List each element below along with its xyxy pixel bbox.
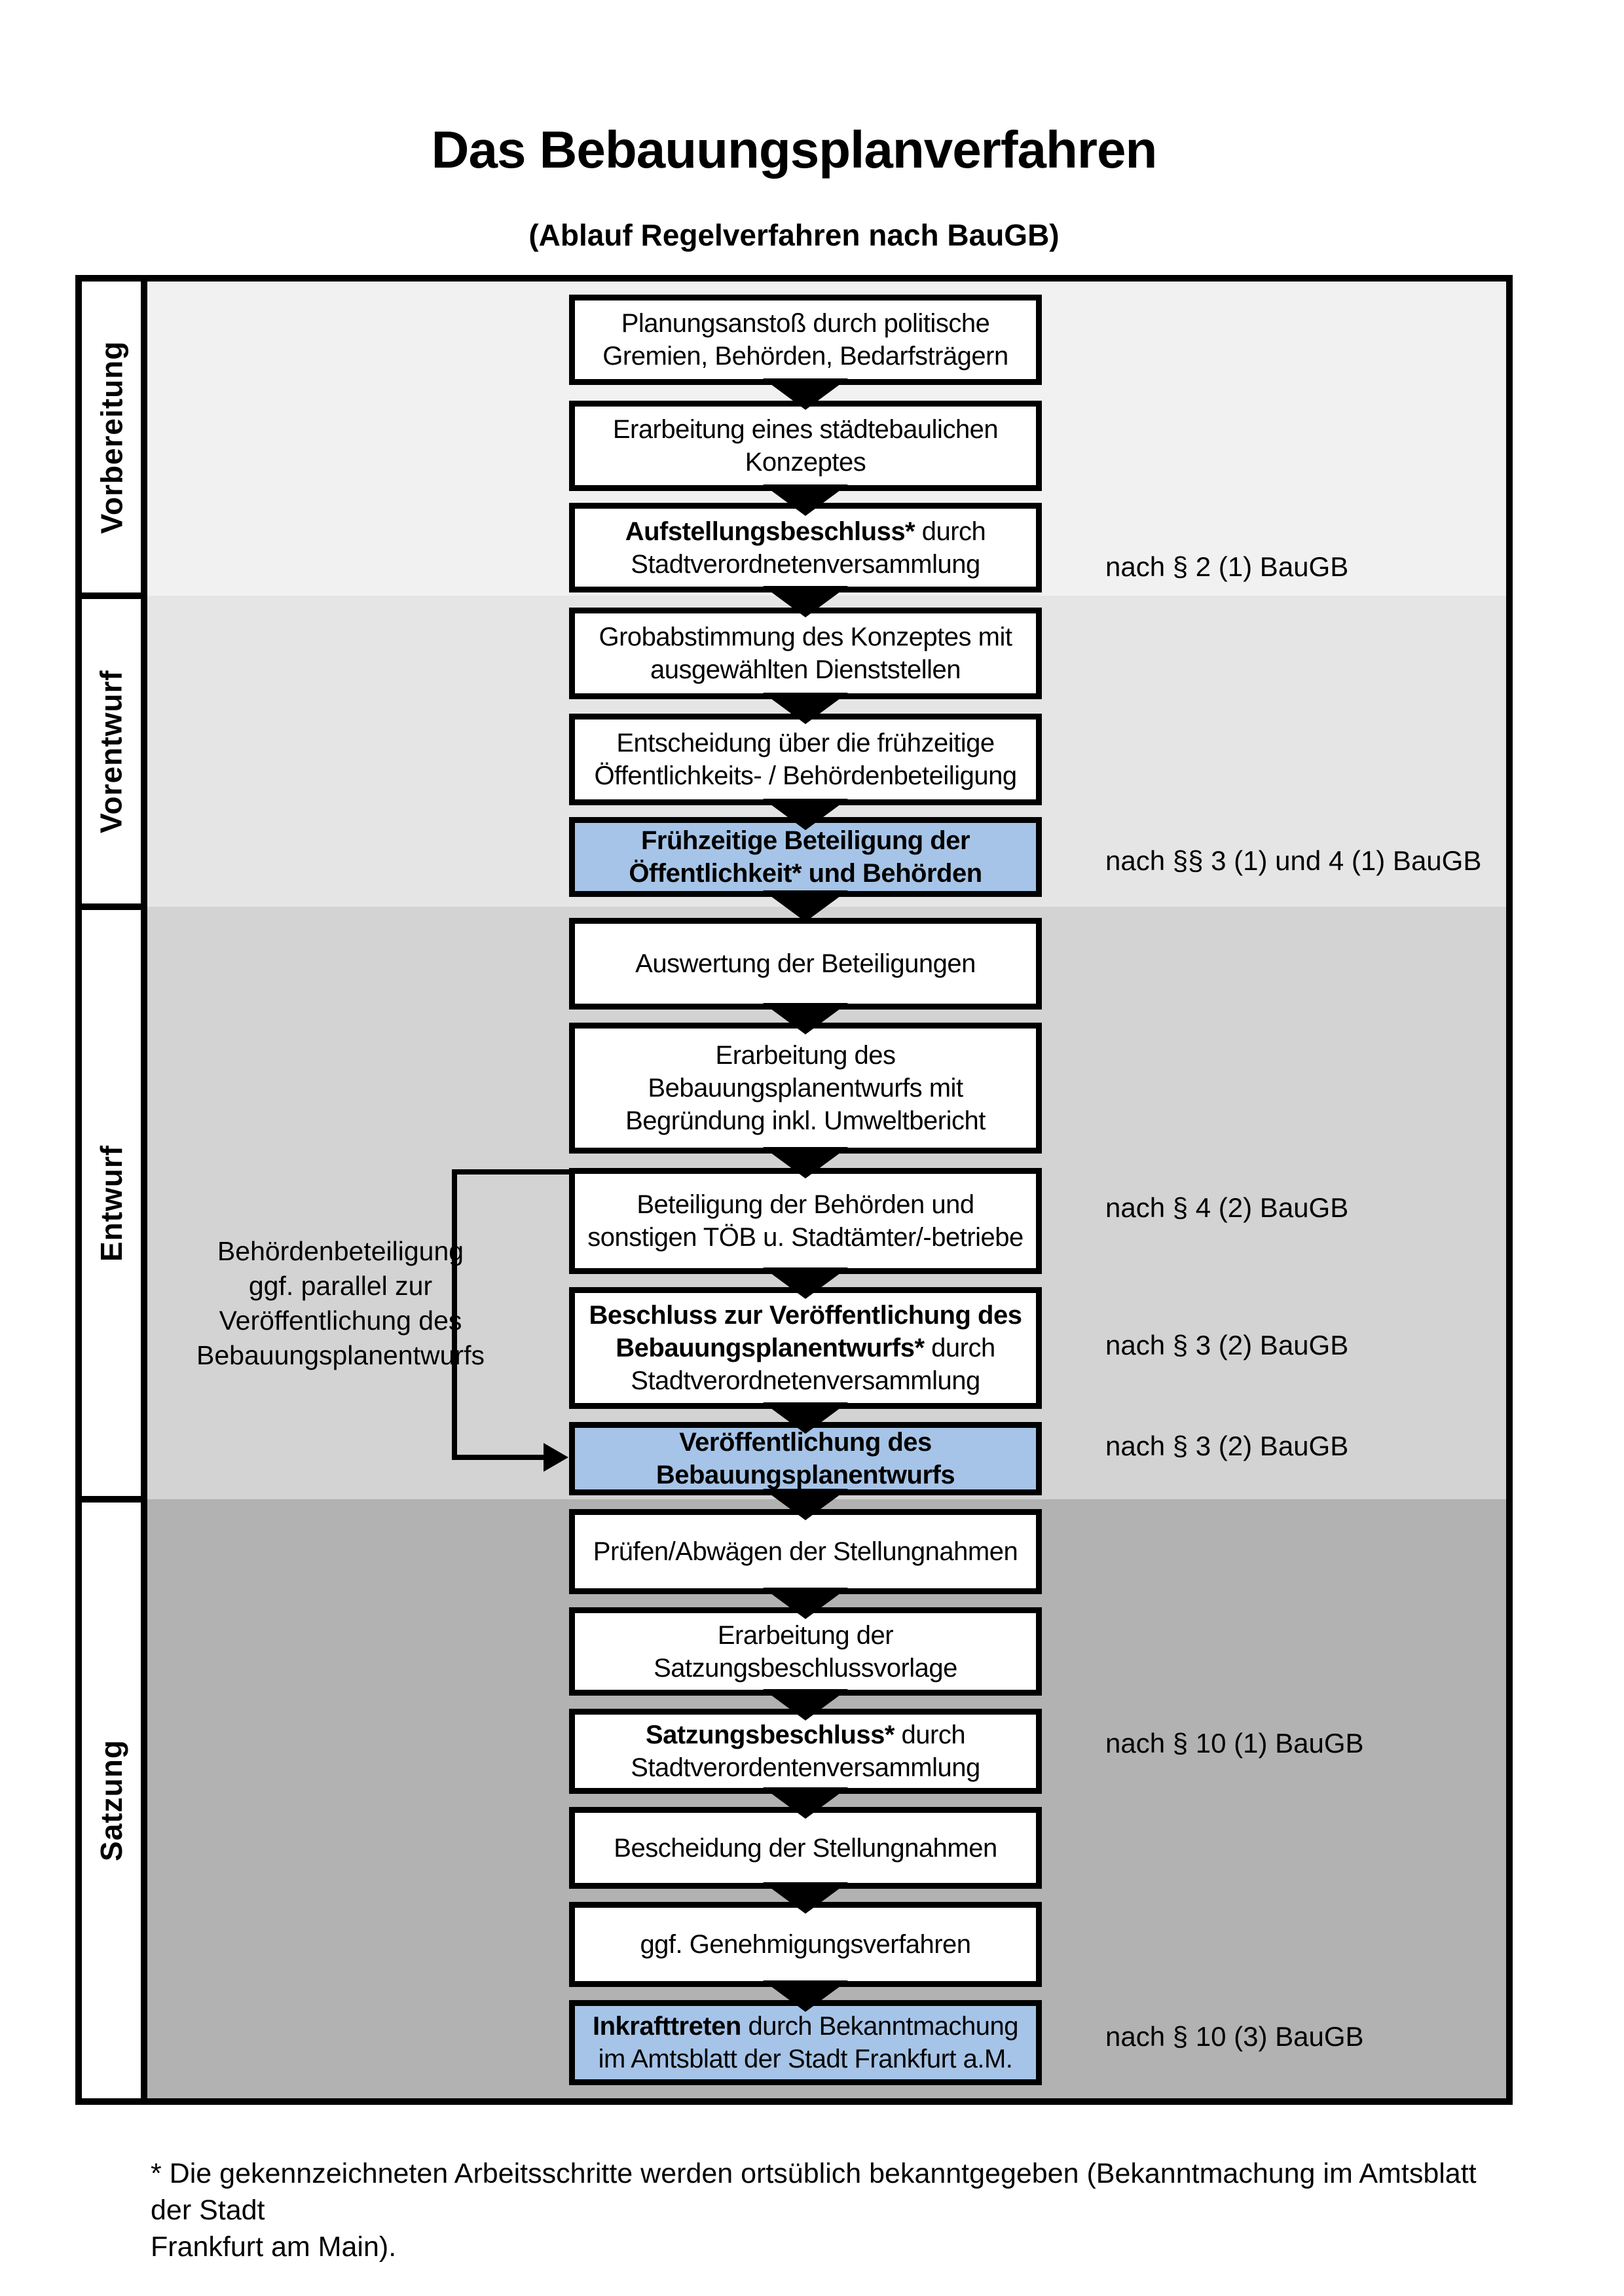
arrow-down-icon (763, 1588, 848, 1619)
phase-column-divider (141, 282, 147, 2098)
phase-cell-divider (82, 1496, 147, 1503)
arrow-down-icon (763, 1787, 848, 1819)
arrow-down-icon (763, 1882, 848, 1914)
step-aufstellungsbeschluss: Aufstellungsbeschluss* durch Stadtverord… (569, 503, 1042, 592)
arrow-down-icon (763, 1147, 848, 1178)
arrow-down-icon (763, 1003, 848, 1034)
step-pruefen-abwaegen: Prüfen/Abwägen der Stellungnahmen (569, 1509, 1042, 1594)
law-reference-inkrafttreten: nach § 10 (3) BauGB (1105, 2021, 1364, 2052)
step-satzungsbeschluss: Satzungsbeschluss* durch Stadtverordente… (569, 1709, 1042, 1794)
law-reference-veroeffentlichung: nach § 3 (2) BauGB (1105, 1430, 1349, 1461)
arrow-down-icon (763, 1402, 848, 1434)
arrow-down-icon (763, 693, 848, 724)
arrow-down-icon (763, 484, 848, 516)
phase-cell-divider (82, 592, 147, 599)
parallel-procedure-note: Behördenbeteiligung ggf. parallel zur Ve… (196, 1236, 485, 1370)
step-beschluss-veroeffentlichung: Beschluss zur Veröffentlichung des Bebau… (569, 1287, 1042, 1409)
connector-arrow-right-icon (544, 1443, 568, 1472)
page-subtitle: (Ablauf Regelverfahren nach BauGB) (528, 218, 1060, 252)
process-table (75, 275, 1513, 2105)
arrow-down-icon (763, 1980, 848, 2012)
phase-label-satzung: Satzung (82, 1503, 141, 2098)
phase-label-vorbereitung: Vorbereitung (82, 282, 141, 592)
parallel-connector-line (452, 1455, 545, 1460)
step-grobabstimmung: Grobabstimmung des Konzeptes mit ausgewä… (569, 608, 1042, 699)
law-reference-fruehzeitige-beteiligung: nach §§ 3 (1) und 4 (1) BauGB (1105, 845, 1482, 876)
step-erarbeitung-bebauungsplanentwurf: Erarbeitung des Bebauungsplanentwurfs mi… (569, 1023, 1042, 1154)
arrow-down-icon (763, 799, 848, 830)
step-inkrafttreten: Inkrafttreten durch Bekanntmachung im Am… (569, 2000, 1042, 2085)
parallel-connector-line (452, 1169, 457, 1457)
step-planungsanstoss: Planungsanstoß durch politische Gremien,… (569, 295, 1042, 385)
step-staedtebauliches-konzept: Erarbeitung eines städtebaulichen Konzep… (569, 401, 1042, 491)
footnote: * Die gekennzeichneten Arbeitsschritte w… (151, 2158, 1477, 2263)
step-entscheidung-fruehzeitige-beteiligung: Entscheidung über die frühzeitige Öffent… (569, 714, 1042, 805)
arrow-down-icon (763, 1267, 848, 1299)
arrow-down-icon (763, 378, 848, 410)
phase-label-entwurf: Entwurf (82, 910, 141, 1496)
arrow-down-icon (763, 1489, 848, 1520)
step-genehmigungsverfahren: ggf. Genehmigungsverfahren (569, 1902, 1042, 1987)
law-reference-beschluss-veroeffentlichung: nach § 3 (2) BauGB (1105, 1330, 1349, 1360)
page-title: Das Bebauungsplanverfahren (431, 120, 1158, 179)
law-reference-aufstellungsbeschluss: nach § 2 (1) BauGB (1105, 551, 1349, 582)
parallel-connector-line (452, 1169, 570, 1175)
step-bescheidung-stellungnahmen: Bescheidung der Stellungnahmen (569, 1807, 1042, 1889)
step-satzungsbeschlussvorlage: Erarbeitung der Satzungsbeschlussvorlage (569, 1607, 1042, 1696)
law-reference-satzungsbeschluss: nach § 10 (1) BauGB (1105, 1728, 1364, 1758)
arrow-down-icon (763, 586, 848, 617)
law-reference-behoerdenbeteiligung: nach § 4 (2) BauGB (1105, 1192, 1349, 1223)
arrow-down-icon (763, 1689, 848, 1721)
phase-cell-divider (82, 903, 147, 910)
arrow-down-icon (763, 890, 848, 922)
step-auswertung-beteiligungen: Auswertung der Beteiligungen (569, 918, 1042, 1010)
step-behoerdenbeteiligung-toeb: Beteiligung der Behörden und sonstigen T… (569, 1168, 1042, 1274)
phase-label-vorentwurf: Vorentwurf (82, 599, 141, 903)
